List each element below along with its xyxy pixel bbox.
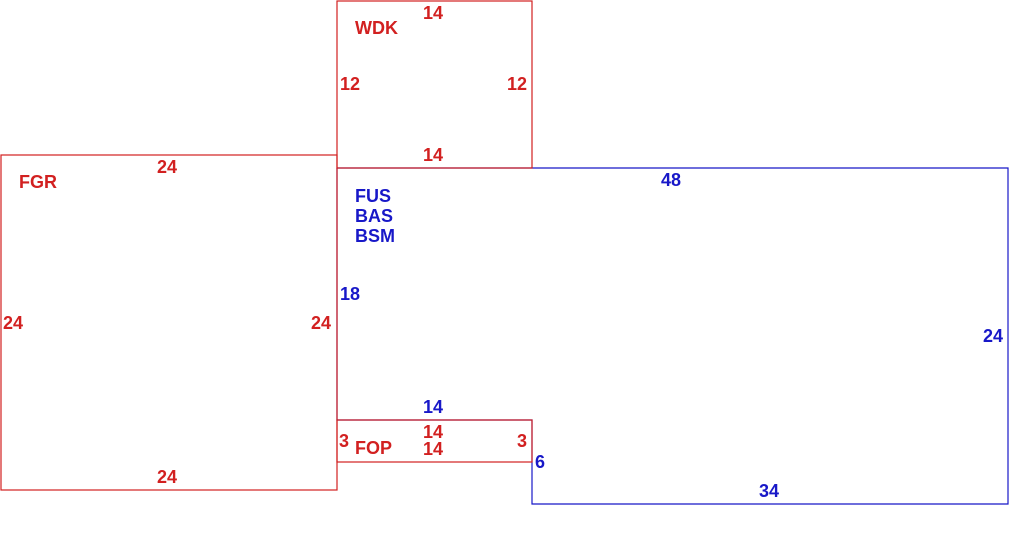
deck-label: WDK (355, 18, 398, 38)
main-dim-left: 18 (340, 284, 360, 304)
garage-dim-right: 24 (311, 313, 331, 333)
porch-outline (336, 419, 533, 463)
main-dim-right: 24 (983, 326, 1003, 346)
deck-dim-left: 12 (340, 74, 360, 94)
deck-dim-right: 12 (507, 74, 527, 94)
deck-dim-bottom: 14 (423, 145, 443, 165)
main-dim-bottom: 34 (759, 481, 779, 501)
main-label-1: FUS (355, 186, 391, 206)
garage-dim-bottom: 24 (157, 467, 177, 487)
main-dim-step-top: 14 (423, 397, 443, 417)
porch-dim-right: 3 (517, 431, 527, 451)
garage-outline (0, 154, 338, 491)
garage-label: FGR (19, 172, 57, 192)
main-dim-top: 48 (661, 170, 681, 190)
main-dim-step-right: 6 (535, 452, 545, 472)
main-label-2: BAS (355, 206, 393, 226)
porch-dim-left: 3 (339, 431, 349, 451)
garage-dim-left: 24 (3, 313, 23, 333)
main-label-3: BSM (355, 226, 395, 246)
porch-dim-top: 14 (423, 422, 443, 442)
porch-dim-bottom: 14 (423, 439, 443, 459)
porch-label: FOP (355, 438, 392, 458)
garage-dim-top: 24 (157, 157, 177, 177)
deck-outline (336, 0, 533, 169)
deck-dim-top: 14 (423, 3, 443, 23)
